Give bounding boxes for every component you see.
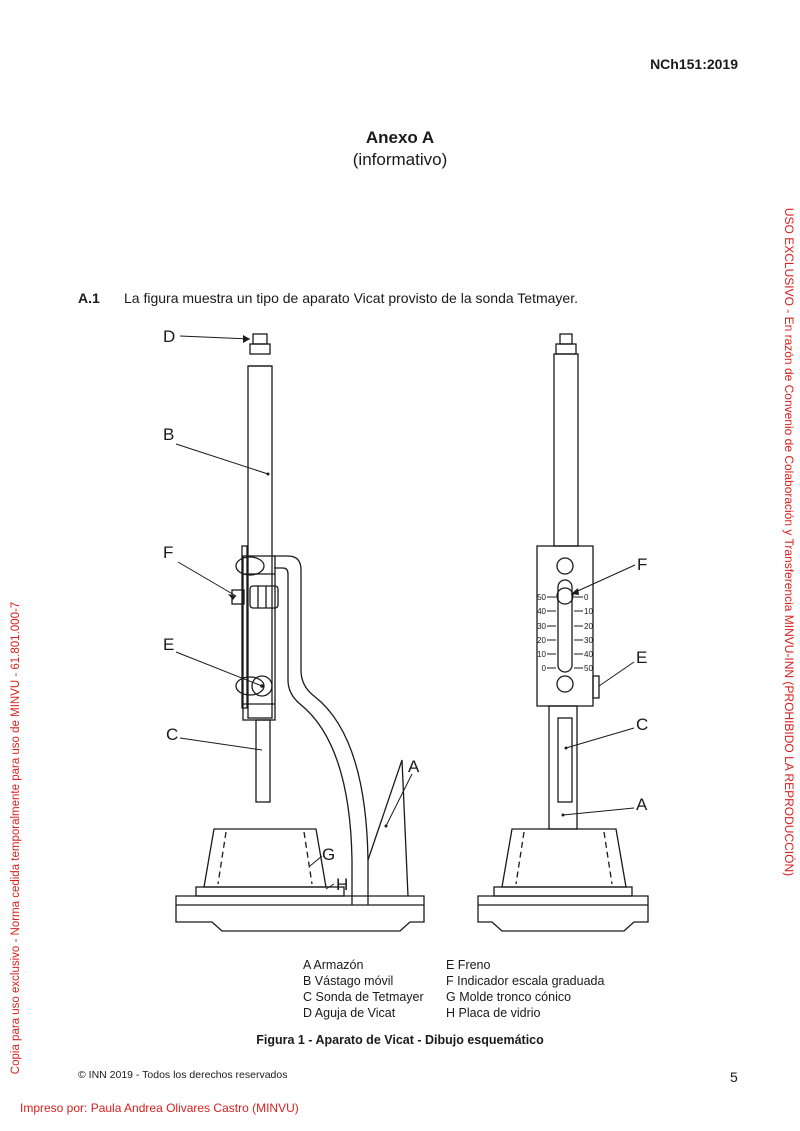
right-conical-mold (501, 828, 627, 888)
left-conical-mold (203, 828, 327, 888)
scale-left-label: 30 (537, 622, 546, 631)
callout-a-right: A (636, 795, 648, 814)
right-glass-plate (493, 886, 633, 897)
scale-right-label: 20 (584, 622, 593, 631)
scale-right-label: 30 (584, 636, 593, 645)
callout-a: A (408, 757, 420, 776)
legend-item: H Placa de vidrio (446, 1006, 541, 1020)
callout-letters: D B F E C A G H F E C A (163, 327, 648, 894)
legend-item: F Indicador escala graduada (446, 974, 605, 988)
scale-left-label: 50 (537, 593, 546, 602)
left-brake-knob (249, 585, 279, 609)
scale-numbers: 50 40 30 20 10 0 0 10 20 30 40 50 (537, 593, 593, 673)
scale-right-label: 50 (584, 664, 593, 673)
scale-left-label: 10 (537, 650, 546, 659)
legend-item: D Aguja de Vicat (303, 1006, 396, 1020)
callout-h: H (336, 875, 348, 894)
legend-left: A Armazón B Vástago móvil C Sonda de Tet… (303, 957, 424, 1021)
legend-item: E Freno (446, 958, 491, 972)
page-number: 5 (730, 1069, 738, 1085)
callout-f-right: F (637, 555, 647, 574)
annex-title: Anexo A (365, 128, 435, 147)
figure-caption: Figura 1 - Aparato de Vicat - Dibujo esq… (256, 1033, 544, 1047)
right-watermark: USO EXCLUSIVO - En razón de Convenio de … (782, 207, 796, 877)
left-base (175, 895, 425, 932)
left-needle-top (252, 333, 268, 345)
scale-left-label: 20 (537, 636, 546, 645)
callout-b: B (163, 425, 174, 444)
standard-code: NCh151:2019 (650, 56, 738, 72)
callout-d: D (163, 327, 175, 346)
leader-lines (175, 335, 636, 890)
left-watermark: Copia para uso exclusivo - Norma cedida … (10, 601, 22, 1075)
legend-item: G Molde tronco cónico (446, 990, 572, 1004)
section-text: La figura muestra un tipo de aparato Vic… (124, 290, 578, 306)
left-glass-plate (195, 886, 345, 897)
left-frame-arm (274, 555, 369, 905)
right-tetmayer-probe (557, 717, 573, 803)
section-number: A.1 (78, 290, 100, 306)
right-rod (553, 353, 579, 547)
left-rod (247, 365, 273, 719)
annex-subtitle: (informativo) (352, 150, 448, 169)
legend-item: A Armazón (303, 958, 364, 972)
callout-e-right: E (636, 648, 647, 667)
callout-f: F (163, 543, 173, 562)
left-view (175, 333, 425, 932)
legend-right: E Freno F Indicador escala graduada G Mo… (446, 957, 604, 1021)
callout-e: E (163, 635, 174, 654)
printed-by-notice: Impreso por: Paula Andrea Olivares Castr… (20, 1101, 299, 1115)
scale-right-label: 10 (584, 607, 593, 616)
scale-right-label: 40 (584, 650, 593, 659)
right-base (477, 895, 649, 932)
copyright-notice: © INN 2019 - Todos los derechos reservad… (78, 1069, 288, 1081)
legend-item: C Sonda de Tetmayer (303, 990, 424, 1004)
scale-left-label: 40 (537, 607, 546, 616)
right-needle-top (559, 333, 573, 345)
callout-c-right: C (636, 715, 648, 734)
callout-c: C (166, 725, 178, 744)
left-tetmayer-probe (255, 719, 271, 803)
legend-item: B Vástago móvil (303, 974, 394, 988)
scale-left-label: 0 (542, 664, 547, 673)
right-view (477, 333, 649, 932)
scale-right-label: 0 (584, 593, 589, 602)
right-frame-leg (548, 705, 578, 830)
callout-g: G (322, 845, 335, 864)
